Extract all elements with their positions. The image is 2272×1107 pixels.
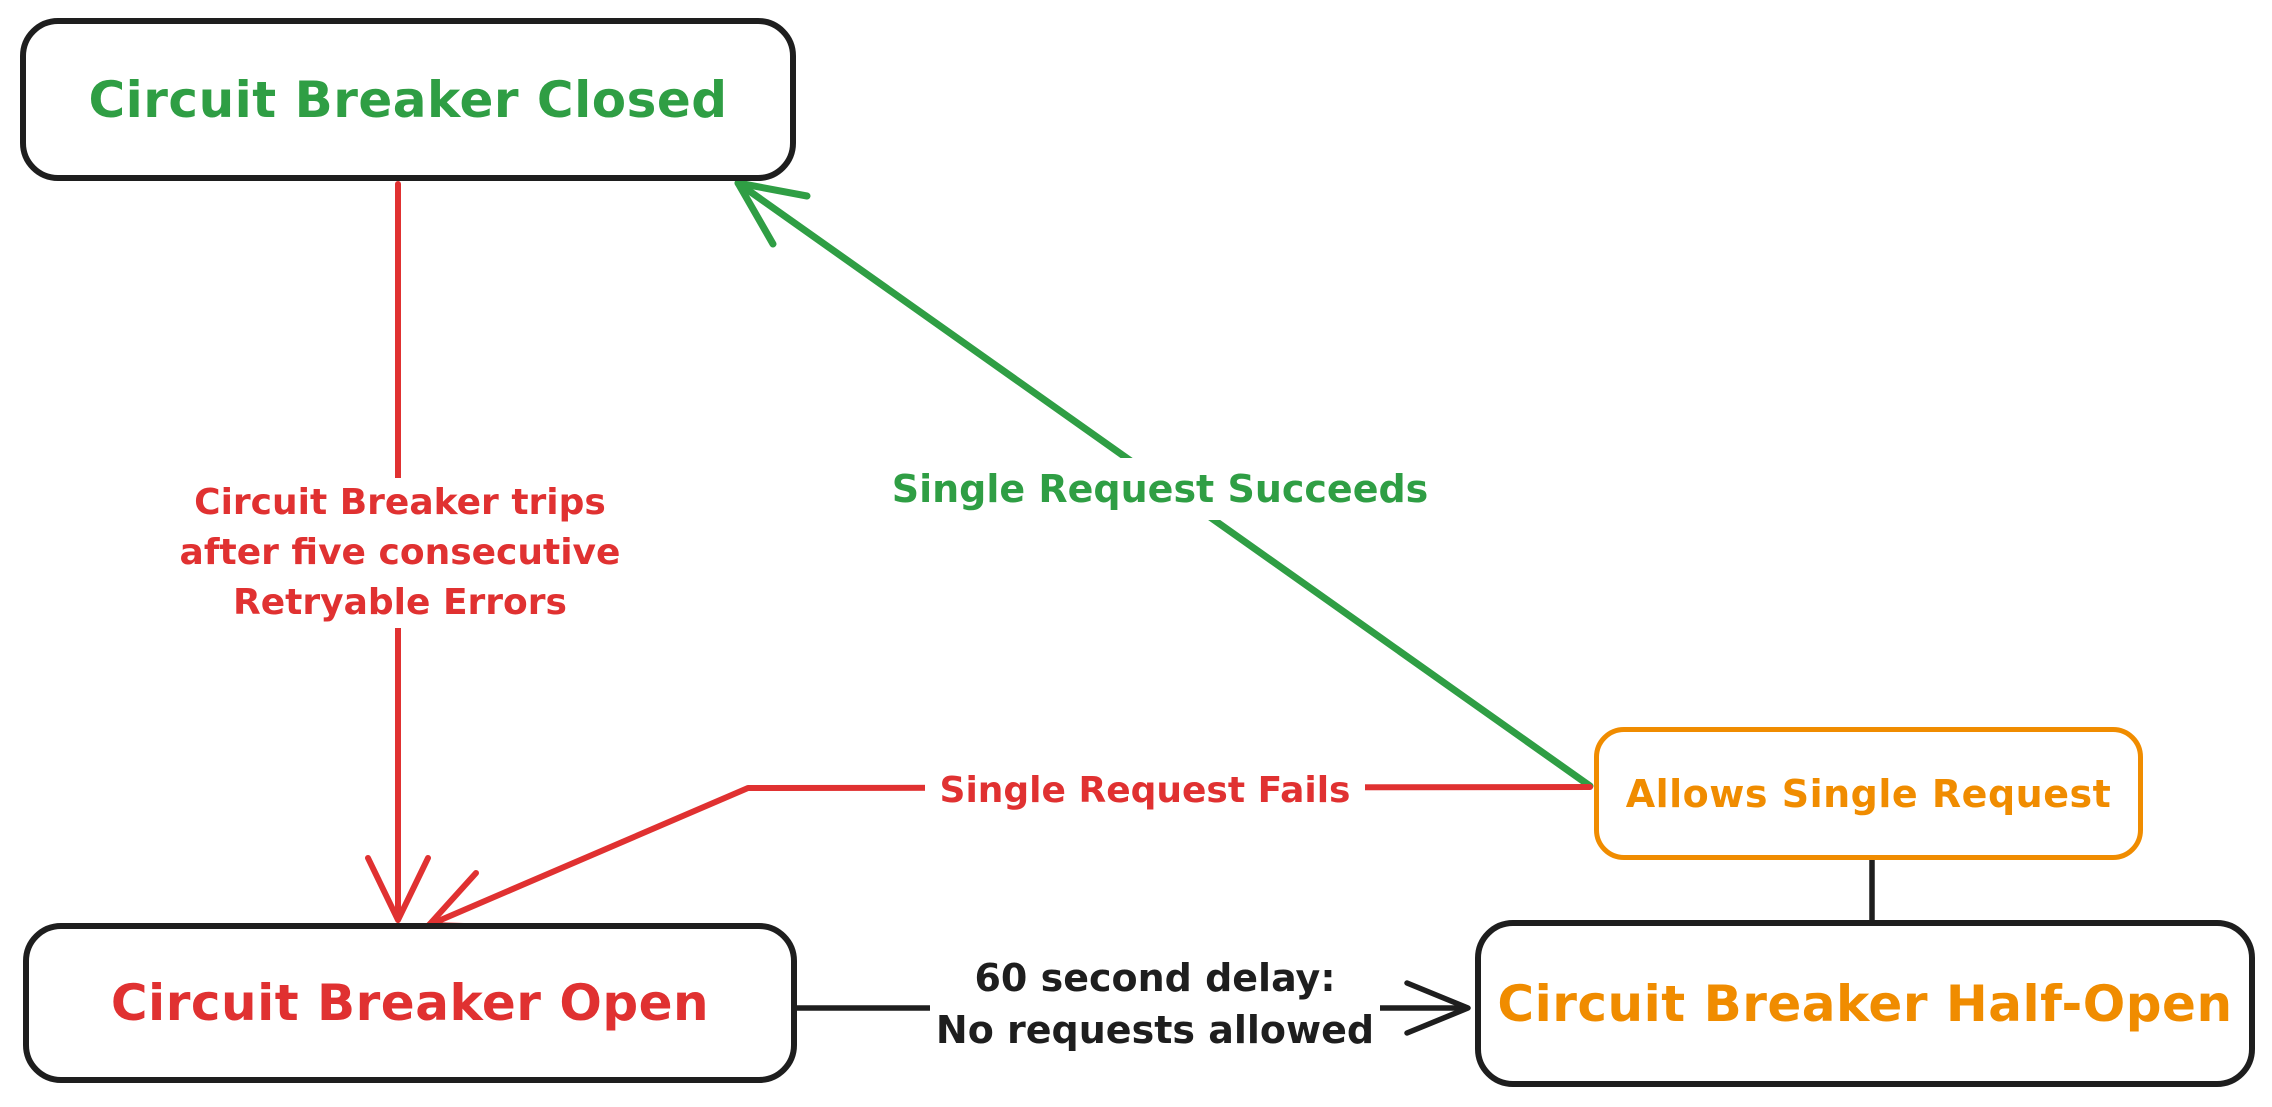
- edge-label-delay-line2: No requests allowed: [935, 1008, 1375, 1052]
- edge-label-trip-line3: Retryable Errors: [233, 582, 567, 623]
- edge-label-delay: 60 second delay: No requests allowed: [930, 952, 1380, 1056]
- edge-trip-arrowhead: [365, 855, 431, 923]
- edge-label-trip: Circuit Breaker trips after five consecu…: [160, 478, 640, 628]
- edge-label-trip-line2: after five consecutive: [179, 532, 621, 573]
- edge-label-delay-line1: 60 second delay:: [974, 956, 1336, 1000]
- state-node-open: Circuit Breaker Open: [23, 923, 797, 1083]
- edge-label-succeeds-text: Single Request Succeeds: [891, 467, 1429, 511]
- state-node-allows-single-request: Allows Single Request: [1594, 727, 2143, 860]
- edge-succeeds-arrowhead: [734, 179, 811, 248]
- state-node-closed-label: Circuit Breaker Closed: [88, 70, 728, 129]
- edge-label-trip-line1: Circuit Breaker trips: [194, 482, 606, 523]
- edge-delay-arrowhead: [1404, 980, 1471, 1036]
- edge-label-fails: Single Request Fails: [925, 762, 1365, 818]
- edge-label-succeeds: Single Request Succeeds: [892, 458, 1428, 520]
- state-node-allows-single-request-label: Allows Single Request: [1625, 771, 2112, 816]
- state-node-closed: Circuit Breaker Closed: [20, 18, 796, 181]
- state-node-half-open-label: Circuit Breaker Half-Open: [1497, 974, 2233, 1033]
- state-node-open-label: Circuit Breaker Open: [110, 974, 710, 1032]
- state-node-half-open: Circuit Breaker Half-Open: [1475, 920, 2255, 1087]
- edge-label-fails-text: Single Request Fails: [939, 769, 1351, 811]
